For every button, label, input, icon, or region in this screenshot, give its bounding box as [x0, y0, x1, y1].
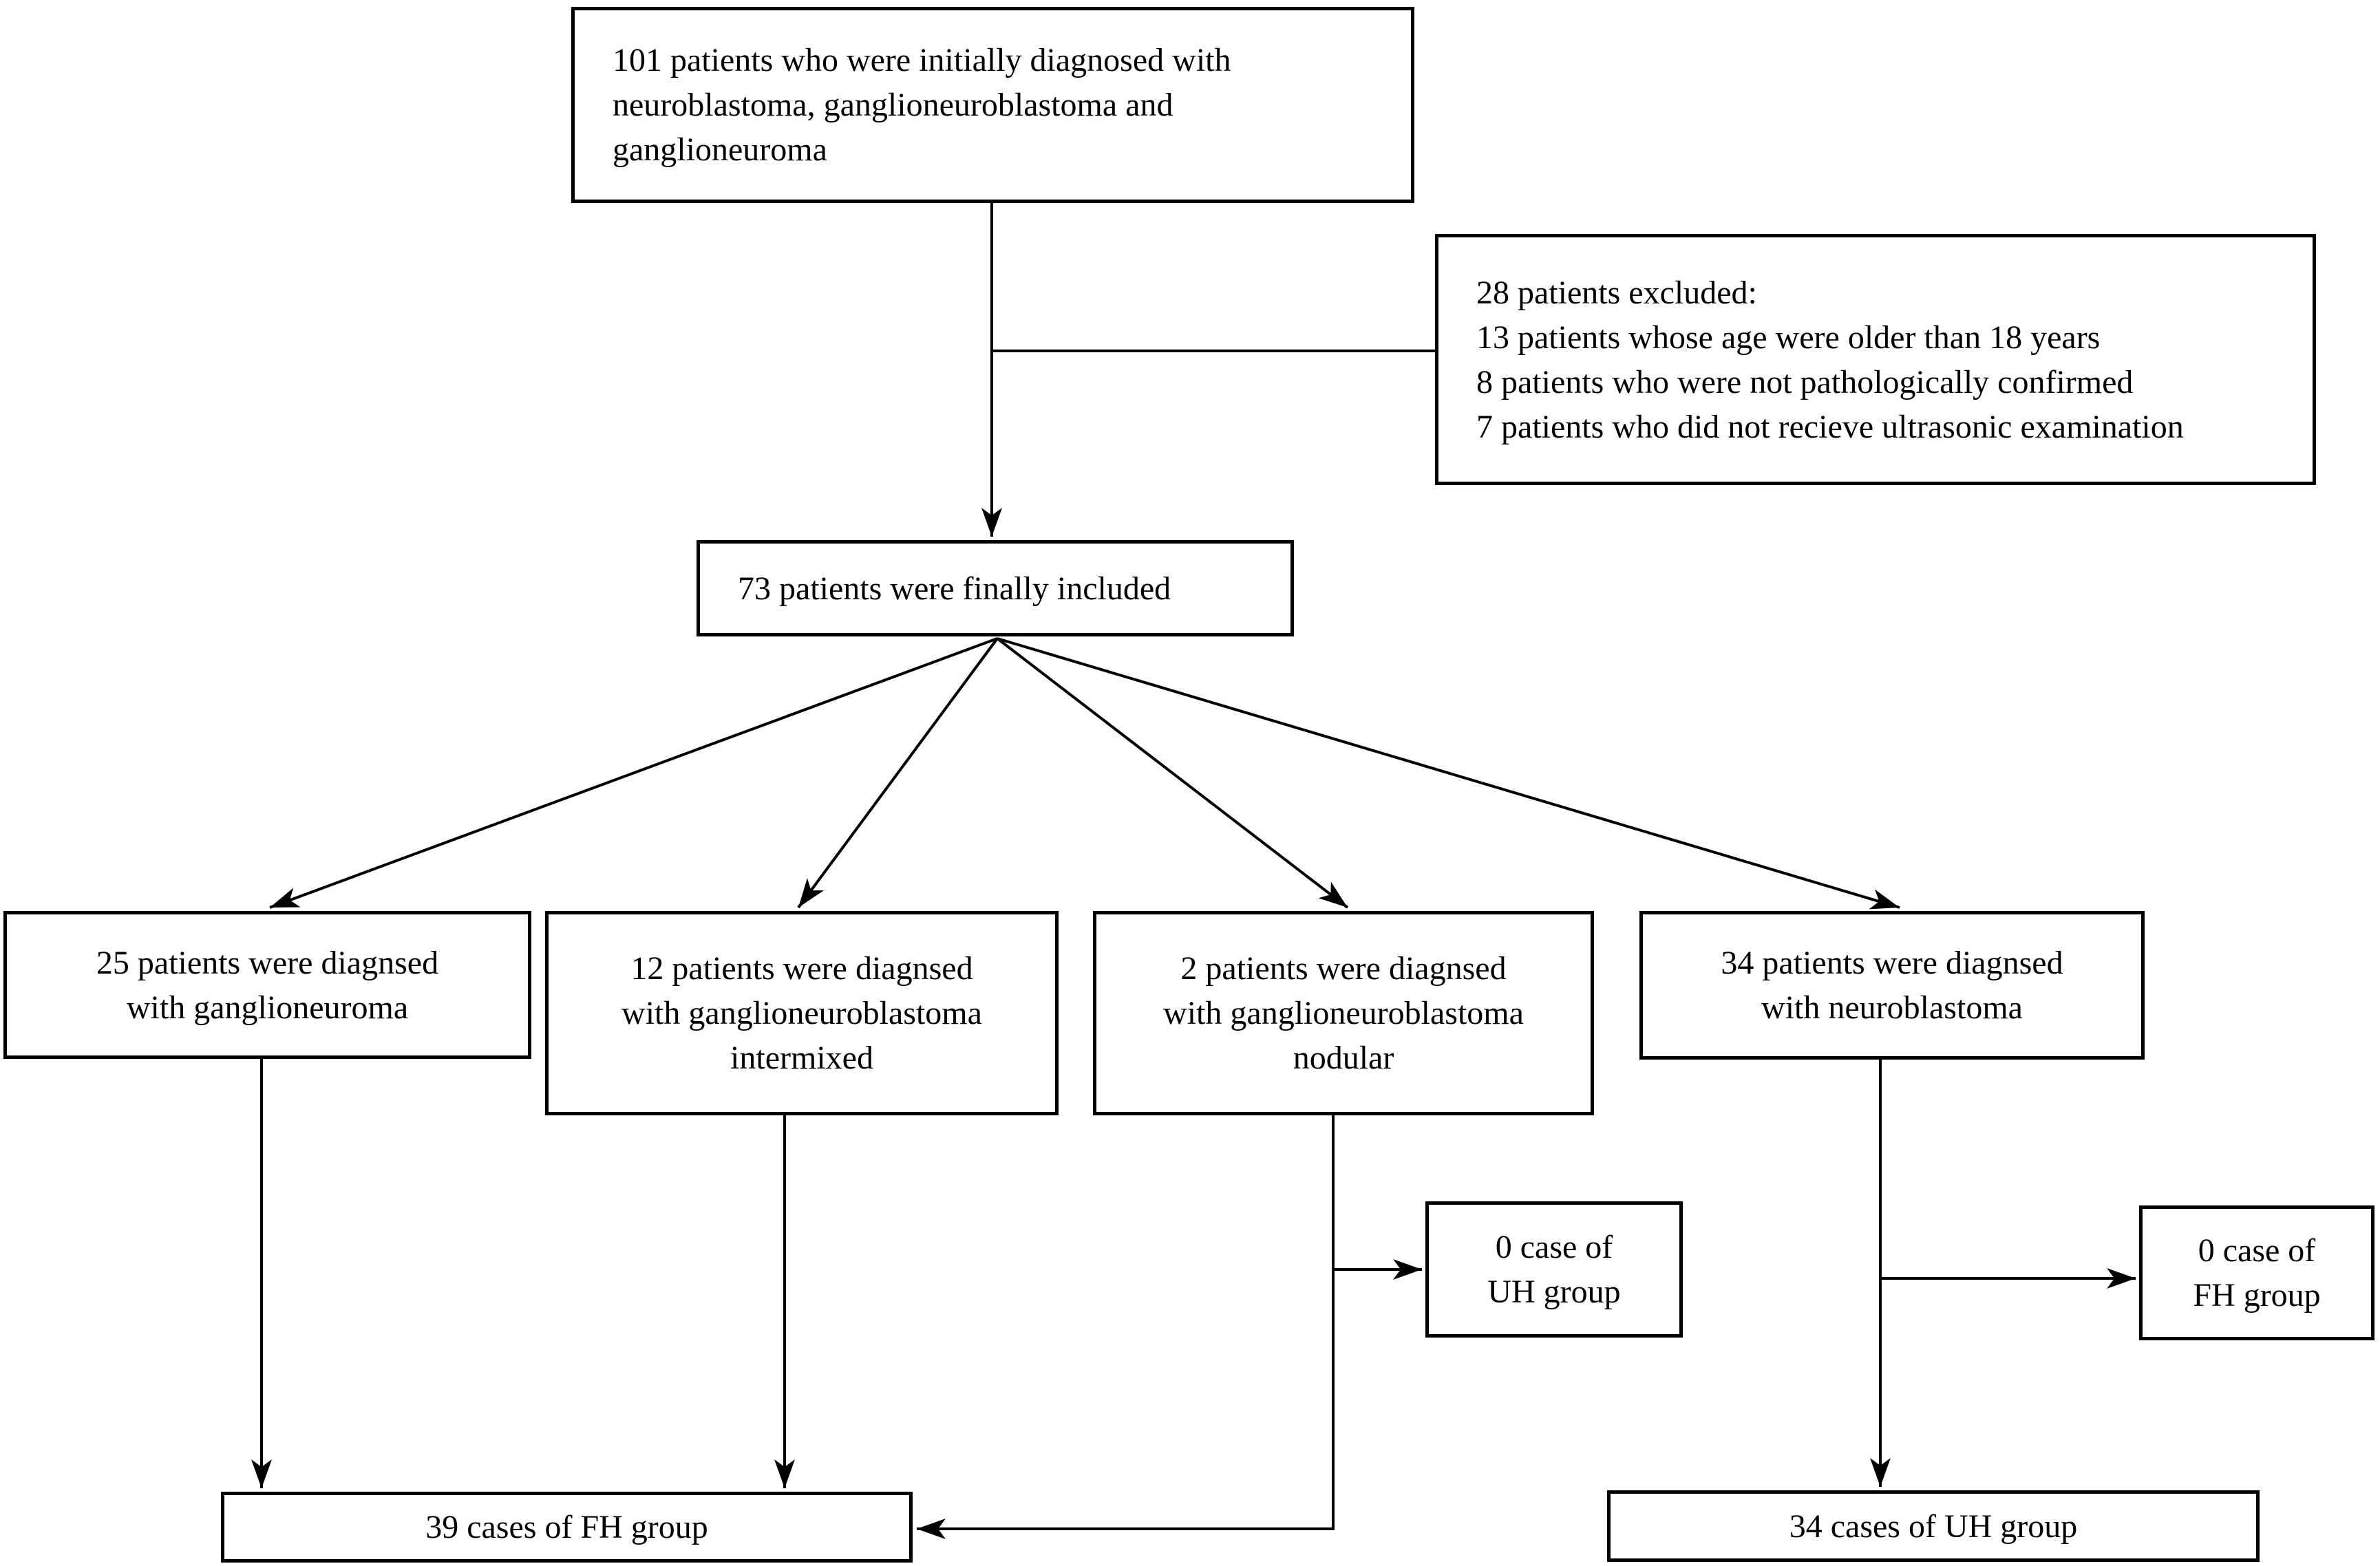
- box-text-line: with ganglioneuroma: [126, 989, 409, 1026]
- box-text-line: 12 patients were diagnsed: [630, 950, 973, 987]
- box-text-line: with ganglioneuroblastoma: [621, 995, 982, 1031]
- box-text-line: 0 case of: [2198, 1232, 2316, 1269]
- box-text-line: neuroblastoma, ganglioneuroblastoma and: [613, 87, 1173, 123]
- box-text-line: 2 patients were diagnsed: [1180, 950, 1507, 987]
- box-neuroblastoma: 34 patients were diagnsed with neuroblas…: [1639, 911, 2145, 1060]
- box-text-line: ganglioneuroma: [613, 131, 827, 168]
- box-ganglioneuroma: 25 patients were diagnsed with ganglione…: [3, 911, 531, 1059]
- box-text-line: 25 patients were diagnsed: [96, 944, 439, 981]
- arrow-included-to-gnb-nodular: [996, 637, 1349, 909]
- box-included-patients: 73 patients were finally included: [697, 540, 1294, 636]
- box-text-line: 73 patients were finally included: [738, 570, 1171, 607]
- box-text-line: 7 patients who did not recieve ultrasoni…: [1476, 408, 2184, 445]
- box-text-line: intermixed: [730, 1040, 873, 1076]
- box-excluded-patients: 28 patients excluded: 13 patients whose …: [1435, 234, 2316, 485]
- arrow-included-to-neuroblastoma: [997, 637, 1900, 910]
- box-text-line: 28 patients excluded:: [1476, 274, 1757, 311]
- box-ganglioneuroblastoma-intermixed: 12 patients were diagnsed with ganglione…: [545, 911, 1059, 1115]
- box-text-line: with neuroblastoma: [1761, 989, 2023, 1026]
- box-text-line: 13 patients whose age were older than 18…: [1476, 319, 2101, 356]
- box-text-line: with ganglioneuroblastoma: [1163, 995, 1524, 1031]
- arrow-gnb-nodular-to-fh-group: [917, 1115, 1335, 1539]
- box-initial-patients: 101 patients who were initially diagnose…: [571, 7, 1414, 203]
- box-text-line: 8 patients who were not pathologically c…: [1476, 363, 2134, 400]
- box-text-line: 0 case of: [1495, 1229, 1613, 1265]
- box-text-line: 34 patients were diagnsed: [1721, 945, 2063, 981]
- arrow-included-to-ganglioneuroma: [269, 637, 998, 909]
- box-text-line: 101 patients who were initially diagnose…: [613, 42, 1231, 78]
- box-text-line: 39 cases of FH group: [425, 1509, 708, 1545]
- box-text-line: 34 cases of UH group: [1789, 1508, 2078, 1545]
- box-text-line: FH group: [2193, 1277, 2321, 1313]
- box-text-line: nodular: [1293, 1040, 1394, 1076]
- box-zero-uh-group: 0 case of UH group: [1425, 1201, 1683, 1338]
- box-zero-fh-group: 0 case of FH group: [2139, 1205, 2374, 1340]
- box-fh-group-total: 39 cases of FH group: [221, 1492, 913, 1563]
- arrow-included-to-gnb-intermixed: [797, 637, 999, 909]
- box-uh-group-total: 34 cases of UH group: [1607, 1490, 2260, 1562]
- box-text-line: UH group: [1487, 1274, 1621, 1310]
- box-ganglioneuroblastoma-nodular: 2 patients were diagnsed with ganglioneu…: [1093, 911, 1594, 1115]
